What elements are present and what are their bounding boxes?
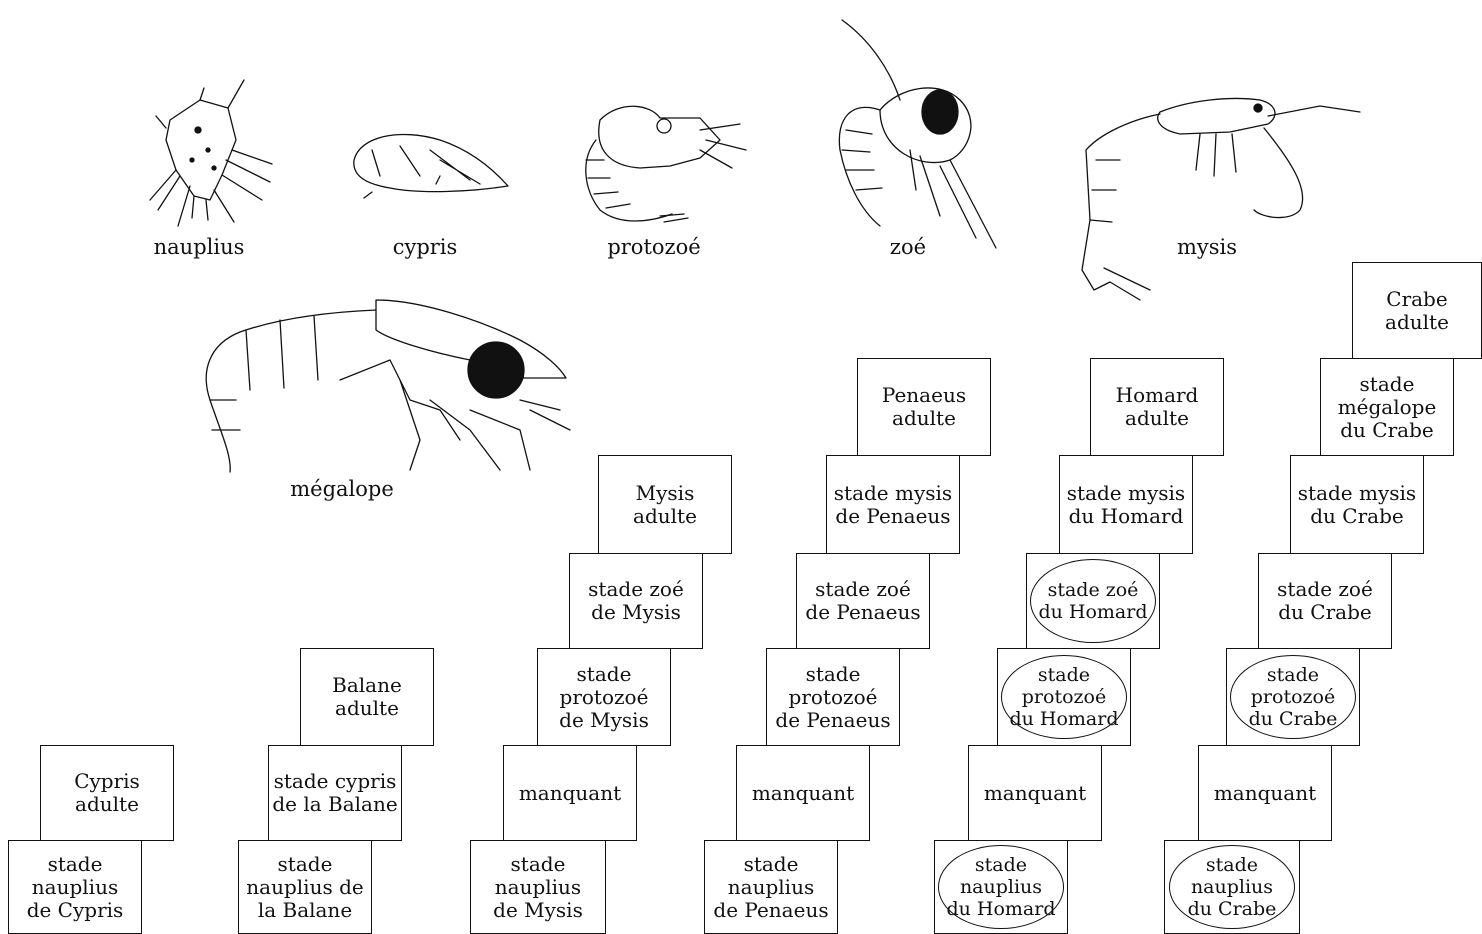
stage-box-homard-adult: Homard adulte (1090, 358, 1224, 456)
stage-box-crabe-missing: manquant (1198, 745, 1332, 841)
stage-box-homard-zoe: stade zoé du Homard (1026, 553, 1160, 649)
stage-box-penaeus-zoe: stade zoé de Penaeus (796, 553, 930, 649)
stage-box-mysis-adult: Mysis adulte (598, 455, 732, 554)
stage-box-balane-nauplius: stade nauplius de la Balane (238, 840, 372, 934)
stage-box-penaeus-mysis: stade mysis de Penaeus (826, 455, 960, 554)
stage-box-penaeus-nauplius: stade nauplius de Penaeus (704, 840, 838, 934)
stage-box-penaeus-protozoe: stade protozoé de Penaeus (766, 648, 900, 746)
stage-box-penaeus-missing: manquant (736, 745, 870, 841)
stage-box-crabe-protozoe: stade protozoé du Crabe (1226, 648, 1360, 746)
circled-stage-label: stade protozoé du Homard (1001, 655, 1127, 739)
stage-box-crabe-megalope: stade mégalope du Crabe (1320, 358, 1454, 456)
larva-label-nauplius: nauplius (154, 235, 245, 259)
mysis-drawing (1082, 99, 1360, 301)
protozoe-drawing (586, 106, 746, 222)
larva-label-zoe: zoé (890, 235, 926, 259)
stage-box-cypris-nauplius: stade nauplius de Cypris (8, 840, 142, 934)
stage-box-balane-cypris: stade cypris de la Balane (268, 745, 402, 841)
stage-box-homard-nauplius: stade nauplius du Homard (934, 840, 1068, 934)
stage-box-homard-mysis: stade mysis du Homard (1059, 455, 1193, 554)
larva-label-mysis: mysis (1177, 235, 1237, 259)
stage-box-crabe-zoe: stade zoé du Crabe (1258, 553, 1392, 649)
stage-box-homard-missing: manquant (968, 745, 1102, 841)
stage-box-homard-protozoe: stade protozoé du Homard (997, 648, 1131, 746)
larva-label-megalope: mégalope (290, 477, 394, 501)
stage-box-crabe-nauplius: stade nauplius du Crabe (1164, 840, 1300, 934)
zoe-drawing (839, 20, 996, 248)
nauplius-drawing (150, 80, 272, 226)
megalope-drawing (206, 300, 570, 472)
stage-box-mysis-nauplius: stade nauplius de Mysis (470, 840, 606, 934)
stage-box-cypris-adult: Cypris adulte (40, 745, 174, 841)
cypris-drawing (354, 134, 508, 198)
circled-stage-label: stade nauplius du Crabe (1169, 845, 1295, 929)
stage-box-balane-adult: Balane adulte (300, 648, 434, 746)
larva-label-cypris: cypris (393, 235, 458, 259)
circled-stage-label: stade protozoé du Crabe (1230, 655, 1356, 739)
stage-box-crabe-adult: Crabe adulte (1352, 262, 1482, 359)
stage-box-mysis-missing: manquant (503, 745, 637, 841)
stage-box-penaeus-adult: Penaeus adulte (857, 358, 991, 456)
stage-box-mysis-protozoe: stade protozoé de Mysis (537, 648, 671, 746)
circled-stage-label: stade nauplius du Homard (938, 845, 1064, 929)
circled-stage-label: stade zoé du Homard (1030, 559, 1156, 643)
larva-label-protozoe: protozoé (607, 235, 700, 259)
stage-box-crabe-mysis: stade mysis du Crabe (1290, 455, 1424, 554)
stage-box-mysis-zoe: stade zoé de Mysis (569, 553, 703, 649)
